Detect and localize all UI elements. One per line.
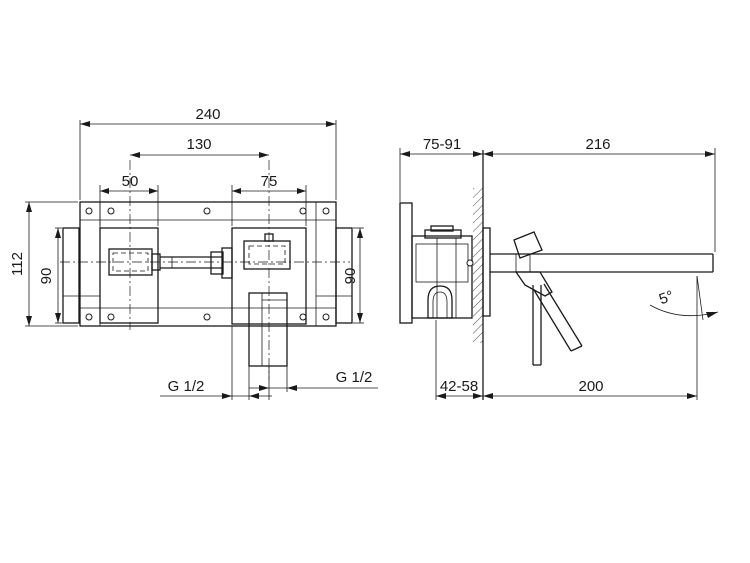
dim-112-label: 112 [9, 252, 26, 276]
wall-hatch [473, 188, 483, 343]
dimension-130: 130 [130, 136, 269, 158]
dimension-75-91: 75-91 [400, 136, 483, 157]
dim-90-right-label: 90 [342, 268, 359, 285]
dim-50-label: 50 [122, 173, 139, 190]
connection-right-label: G 1/2 [336, 369, 373, 386]
dim-130-label: 130 [186, 136, 211, 153]
dim-75-label: 75 [261, 173, 278, 190]
left-side-plate [62, 227, 80, 324]
back-plate [399, 202, 413, 324]
connection-left: G 1/2 [160, 378, 272, 399]
dimension-240: 240 [80, 106, 336, 127]
side-view: 75-91 216 42-58 200 5° [399, 136, 719, 400]
dim-216-label: 216 [585, 136, 610, 153]
valve-body [411, 235, 473, 319]
mixer-cartridge [243, 240, 291, 270]
lever [513, 231, 583, 366]
dimension-216: 216 [483, 136, 715, 157]
connecting-pipe [160, 247, 233, 279]
spout-front [248, 292, 288, 367]
connection-left-label: G 1/2 [168, 378, 205, 395]
dim-240-label: 240 [195, 106, 220, 123]
angle-5-degree: 5° [649, 275, 719, 321]
dimension-200: 200 [483, 378, 697, 399]
dimension-42-58: 42-58 [436, 378, 483, 399]
dimension-90-left: 90 [38, 228, 61, 323]
dimension-90-right: 90 [342, 228, 363, 323]
front-view: 240 130 50 75 112 [9, 106, 378, 400]
outlet [427, 285, 453, 319]
connection-right: G 1/2 [249, 369, 378, 391]
dim-200-label: 200 [578, 378, 603, 395]
escutcheon [482, 227, 491, 317]
dim-90-left-label: 90 [38, 268, 55, 285]
dimension-75: 75 [232, 173, 306, 194]
dim-75-91-label: 75-91 [423, 136, 461, 153]
left-valve-block [99, 227, 159, 324]
right-side-plate [335, 227, 353, 324]
dimension-112: 112 [9, 202, 32, 326]
mounting-frame [79, 201, 337, 327]
frame-holes [85, 207, 330, 321]
dim-42-58-label: 42-58 [440, 378, 478, 395]
angle-label: 5° [657, 287, 676, 308]
dimension-50: 50 [100, 173, 158, 194]
